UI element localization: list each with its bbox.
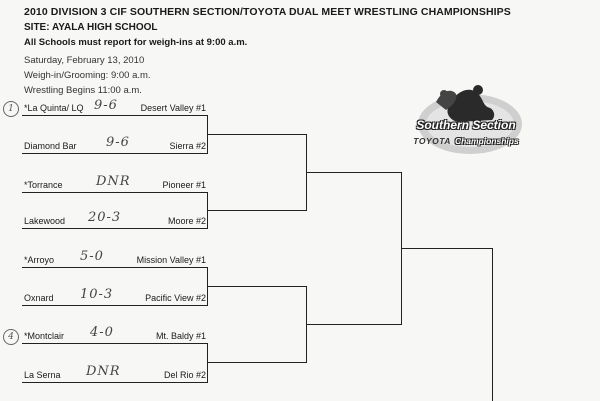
- handwritten-score: 10-3: [80, 287, 114, 302]
- bracket-line: [22, 115, 208, 116]
- handwritten-score: DNR: [96, 174, 131, 189]
- handwritten-score: 4-0: [90, 325, 114, 340]
- bracket-line: [207, 210, 307, 211]
- bracket-team-right: Moore #2: [167, 216, 206, 226]
- bracket-line: [22, 228, 208, 229]
- bracket-line: [22, 267, 208, 268]
- bracket-team-right: Pacific View #2: [145, 293, 206, 303]
- logo-sponsor-text: TOYOTA: [413, 136, 451, 146]
- handwritten-score: 9-6: [94, 98, 118, 113]
- start-time: Wrestling Begins 11:00 a.m.: [24, 85, 142, 96]
- bracket-line: [207, 134, 307, 135]
- bracket-line: [401, 248, 493, 249]
- bracket-team-right: Pioneer #1: [162, 180, 206, 190]
- handwritten-score: 5-0: [80, 249, 104, 264]
- handwritten-score: 9-6: [106, 135, 130, 150]
- bracket-line: [22, 305, 208, 306]
- bracket-team-right: Del Rio #2: [163, 370, 206, 380]
- weigh-in-time: Weigh-in/Grooming: 9:00 a.m.: [24, 70, 151, 81]
- bracket-line: [306, 324, 402, 325]
- handwritten-score: DNR: [86, 364, 121, 379]
- seed-annotation: 4: [3, 329, 19, 345]
- bracket-line: [207, 362, 307, 363]
- handwritten-score: 20-3: [88, 210, 122, 225]
- bracket-team-right: Desert Valley #1: [140, 103, 206, 113]
- meet-date: Saturday, February 13, 2010: [24, 55, 145, 66]
- bracket-line: [22, 382, 208, 383]
- bracket-connector: [207, 343, 208, 383]
- bracket-team-left: Lakewood: [24, 216, 66, 226]
- bracket-team-left: *Montclair: [24, 331, 65, 341]
- bracket-team-left: *La Quinta/ LQ: [24, 103, 84, 113]
- bracket-line: [22, 192, 208, 193]
- bracket-line: [207, 286, 307, 287]
- logo-championships-text: Championships: [454, 136, 519, 146]
- bracket-team-left: Oxnard: [24, 293, 54, 303]
- logo-southern-section-text: Southern Section: [416, 118, 516, 132]
- site-label: SITE: AYALA HIGH SCHOOL: [24, 22, 158, 33]
- bracket-team-left: Diamond Bar: [24, 141, 77, 151]
- seed-annotation: 1: [3, 101, 19, 117]
- bracket-team-right: Mission Valley #1: [136, 255, 206, 265]
- weigh-in-notice: All Schools must report for weigh-ins at…: [24, 37, 248, 48]
- bracket-team-right: Sierra #2: [169, 141, 206, 151]
- bracket-connector: [492, 248, 493, 401]
- championship-logo-icon: [418, 85, 522, 154]
- bracket-team-left: *Torrance: [24, 180, 63, 190]
- bracket-team-left: La Serna: [24, 370, 61, 380]
- bracket-line: [22, 343, 208, 344]
- bracket-line: [306, 172, 402, 173]
- bracket-team-left: *Arroyo: [24, 255, 55, 265]
- bracket-team-right: Mt. Baldy #1: [155, 331, 206, 341]
- bracket-line: [22, 153, 208, 154]
- sheet-title: 2010 DIVISION 3 CIF SOUTHERN SECTION/TOY…: [24, 6, 511, 18]
